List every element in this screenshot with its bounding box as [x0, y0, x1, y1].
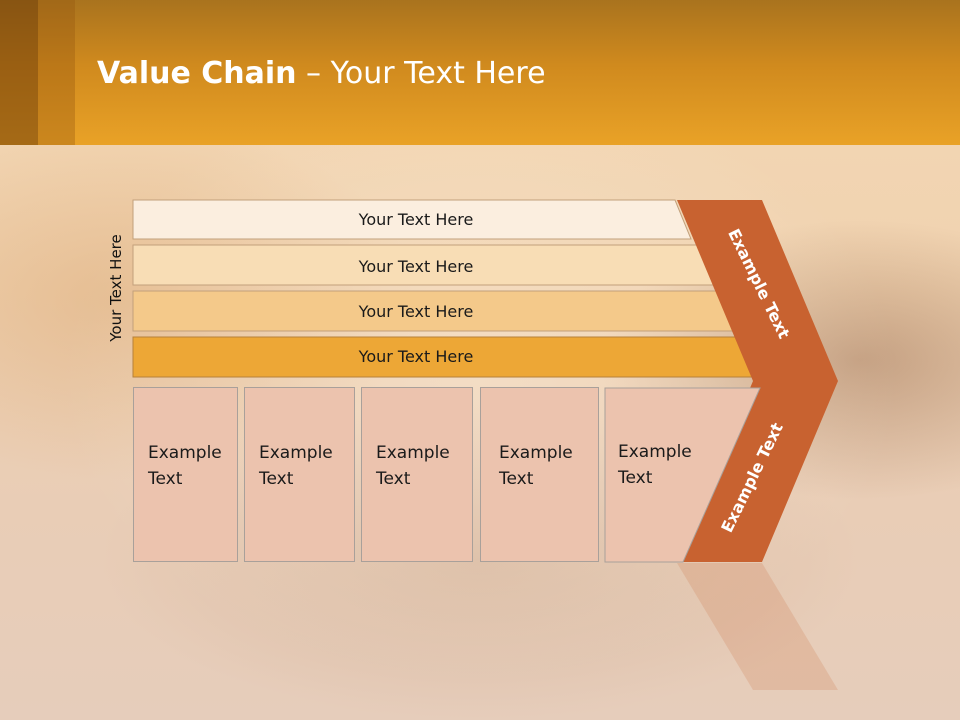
support-bar-2-label: Your Text Here	[358, 257, 474, 276]
primary-box-5-reflection	[605, 562, 685, 690]
primary-box-4-reflection	[480, 562, 599, 690]
primary-box-2-reflection	[244, 562, 355, 690]
primary-box-3-reflection	[361, 562, 473, 690]
primary-box-1-reflection	[133, 562, 238, 690]
slide-title: Value Chain – Your Text Here	[97, 52, 546, 96]
margin-arrow-reflection	[677, 563, 838, 690]
primary-box-1-line2: Text	[148, 469, 183, 489]
primary-box-2-line1: Example	[259, 443, 333, 463]
title-rest: – Your Text Here	[296, 56, 546, 91]
support-bar-4[interactable]: Your Text Here	[132, 336, 764, 378]
title-bold: Value Chain	[97, 56, 297, 91]
support-bar-4-label: Your Text Here	[358, 347, 474, 366]
primary-box-1-line1: Example	[148, 443, 222, 463]
primary-box-5-shape	[604, 387, 761, 563]
header-accent-strip	[0, 0, 38, 145]
header-accent-strip-2	[38, 0, 75, 145]
support-bar-1-label: Your Text Here	[358, 210, 474, 229]
support-bar-3-label: Your Text Here	[358, 302, 474, 321]
primary-box-4-line2: Text	[499, 469, 534, 489]
support-bar-1[interactable]: Your Text Here	[132, 199, 692, 240]
primary-box-5-line1: Example	[618, 442, 692, 462]
support-bar-2[interactable]: Your Text Here	[132, 244, 716, 286]
support-bar-3[interactable]: Your Text Here	[132, 290, 740, 332]
title-band: Value Chain – Your Text Here	[0, 0, 960, 145]
primary-box-3-line1: Example	[376, 443, 450, 463]
primary-box-3-line2: Text	[376, 469, 411, 489]
primary-box-4-line1: Example	[499, 443, 573, 463]
primary-box-2-line2: Text	[259, 469, 294, 489]
primary-box-5-line2: Text	[618, 468, 653, 488]
